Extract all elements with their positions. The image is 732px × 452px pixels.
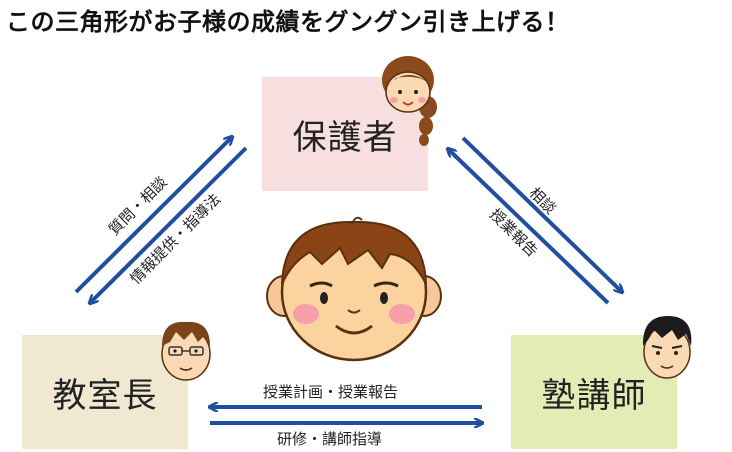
- arrow-parent-to-head: [90, 146, 248, 303]
- child-face-icon: [266, 216, 442, 362]
- mother-face-icon: [382, 56, 437, 146]
- page-title: この三角形がお子様の成績をグングン引き上げる！: [6, 8, 570, 36]
- teacher-face-icon: [161, 321, 211, 381]
- arrow-tutor-to-parent: [448, 149, 610, 305]
- label-plan-report: 授業計画・授業報告: [263, 383, 399, 401]
- label-training: 研修・講師指導: [277, 430, 383, 448]
- head-node: 教室長: [22, 335, 188, 449]
- arrow-parent-to-tutor: [461, 136, 622, 292]
- arrow-head-to-parent: [74, 137, 232, 294]
- tutor-face-icon: [642, 316, 692, 379]
